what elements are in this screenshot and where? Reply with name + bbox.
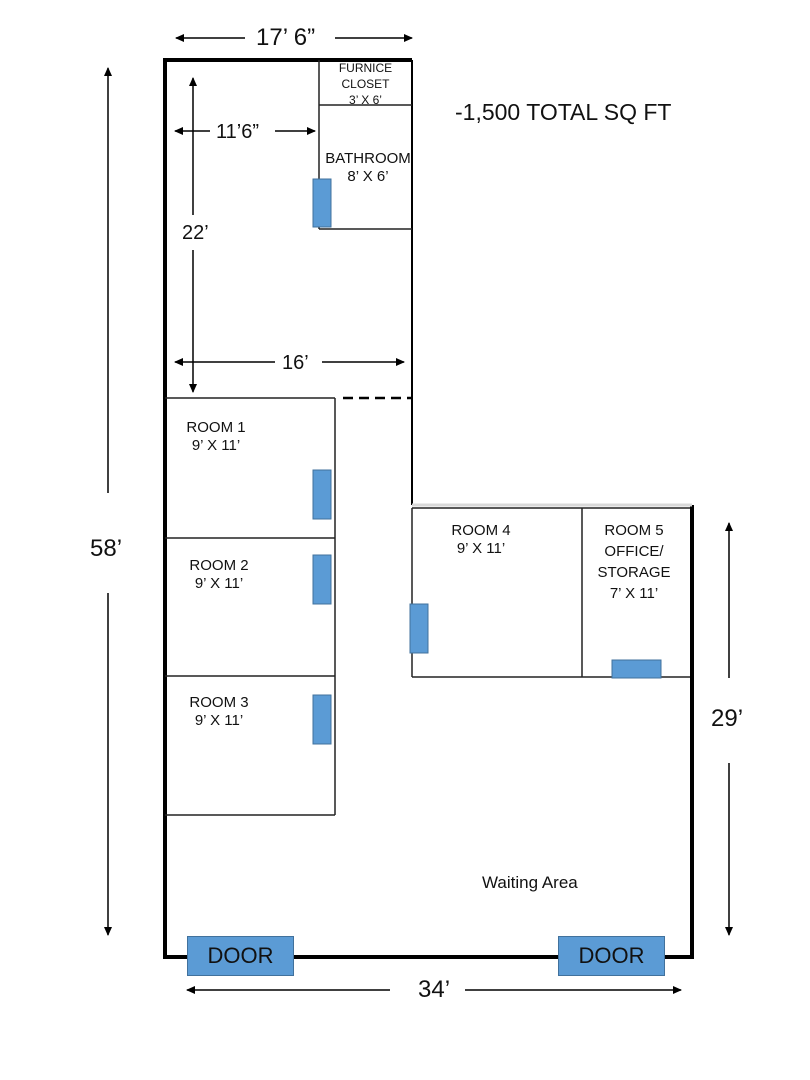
room3-label: ROOM 3 9’ X 11’ bbox=[179, 694, 259, 730]
inner-height-label: 22’ bbox=[178, 221, 213, 245]
room-size: 9’ X 11’ bbox=[194, 712, 244, 729]
outer-wall-thick bbox=[163, 58, 694, 959]
bathroom-label: BATHROOM 8’ X 6’ bbox=[322, 150, 414, 186]
room-size: 7’ X 11’ bbox=[609, 585, 659, 602]
room5-door[interactable] bbox=[611, 659, 662, 679]
room1-door[interactable] bbox=[312, 469, 332, 520]
room4-door[interactable] bbox=[409, 603, 429, 654]
waiting-area-label: Waiting Area bbox=[482, 873, 578, 892]
room-name: ROOM 3 bbox=[189, 694, 249, 711]
furnace-closet-label: FURNICE CLOSET 3’ X 6’ bbox=[319, 60, 412, 109]
room5-label: ROOM 5 OFFICE/ STORAGE 7’ X 11’ bbox=[590, 520, 678, 604]
room-name: CLOSET bbox=[341, 77, 390, 92]
outer-walls bbox=[163, 58, 694, 959]
door-label: DOOR bbox=[207, 943, 274, 968]
room-size: 9’ X 11’ bbox=[456, 540, 506, 557]
bathroom-door[interactable] bbox=[312, 178, 332, 228]
room1-label: ROOM 1 9’ X 11’ bbox=[176, 419, 256, 455]
bottom-width-label: 34’ bbox=[412, 976, 457, 1005]
exterior-door-left[interactable]: DOOR bbox=[187, 936, 294, 976]
room-name: OFFICE/ bbox=[604, 543, 664, 560]
inner-width-upper-label: 11’6” bbox=[212, 120, 263, 144]
room-size: 9’ X 11’ bbox=[194, 575, 244, 592]
top-width-label: 17’ 6” bbox=[250, 24, 322, 53]
room3-door[interactable] bbox=[312, 694, 332, 745]
room2-label: ROOM 2 9’ X 11’ bbox=[179, 557, 259, 593]
inner-width-lower-label: 16’ bbox=[278, 351, 313, 375]
room-name: FURNICE bbox=[338, 61, 393, 75]
room-size: 8’ X 6’ bbox=[347, 168, 389, 185]
exterior-door-right[interactable]: DOOR bbox=[558, 936, 665, 976]
room2-door[interactable] bbox=[312, 554, 332, 605]
room4-label: ROOM 4 9’ X 11’ bbox=[441, 522, 521, 558]
right-height-label: 29’ bbox=[705, 705, 750, 734]
room-name: ROOM 1 bbox=[186, 419, 246, 436]
door-label: DOOR bbox=[578, 943, 645, 968]
room-name: ROOM 4 bbox=[451, 522, 511, 539]
room-name: STORAGE bbox=[597, 564, 671, 581]
room-name: ROOM 5 bbox=[604, 522, 664, 539]
total-area-label: -1,500 TOTAL SQ FT bbox=[455, 99, 672, 125]
room-size: 3’ X 6’ bbox=[349, 93, 382, 108]
room-size: 9’ X 11’ bbox=[191, 437, 241, 454]
total-height-label: 58’ bbox=[84, 535, 129, 564]
room-name: ROOM 2 bbox=[189, 557, 249, 574]
room-name: BATHROOM bbox=[325, 150, 411, 167]
